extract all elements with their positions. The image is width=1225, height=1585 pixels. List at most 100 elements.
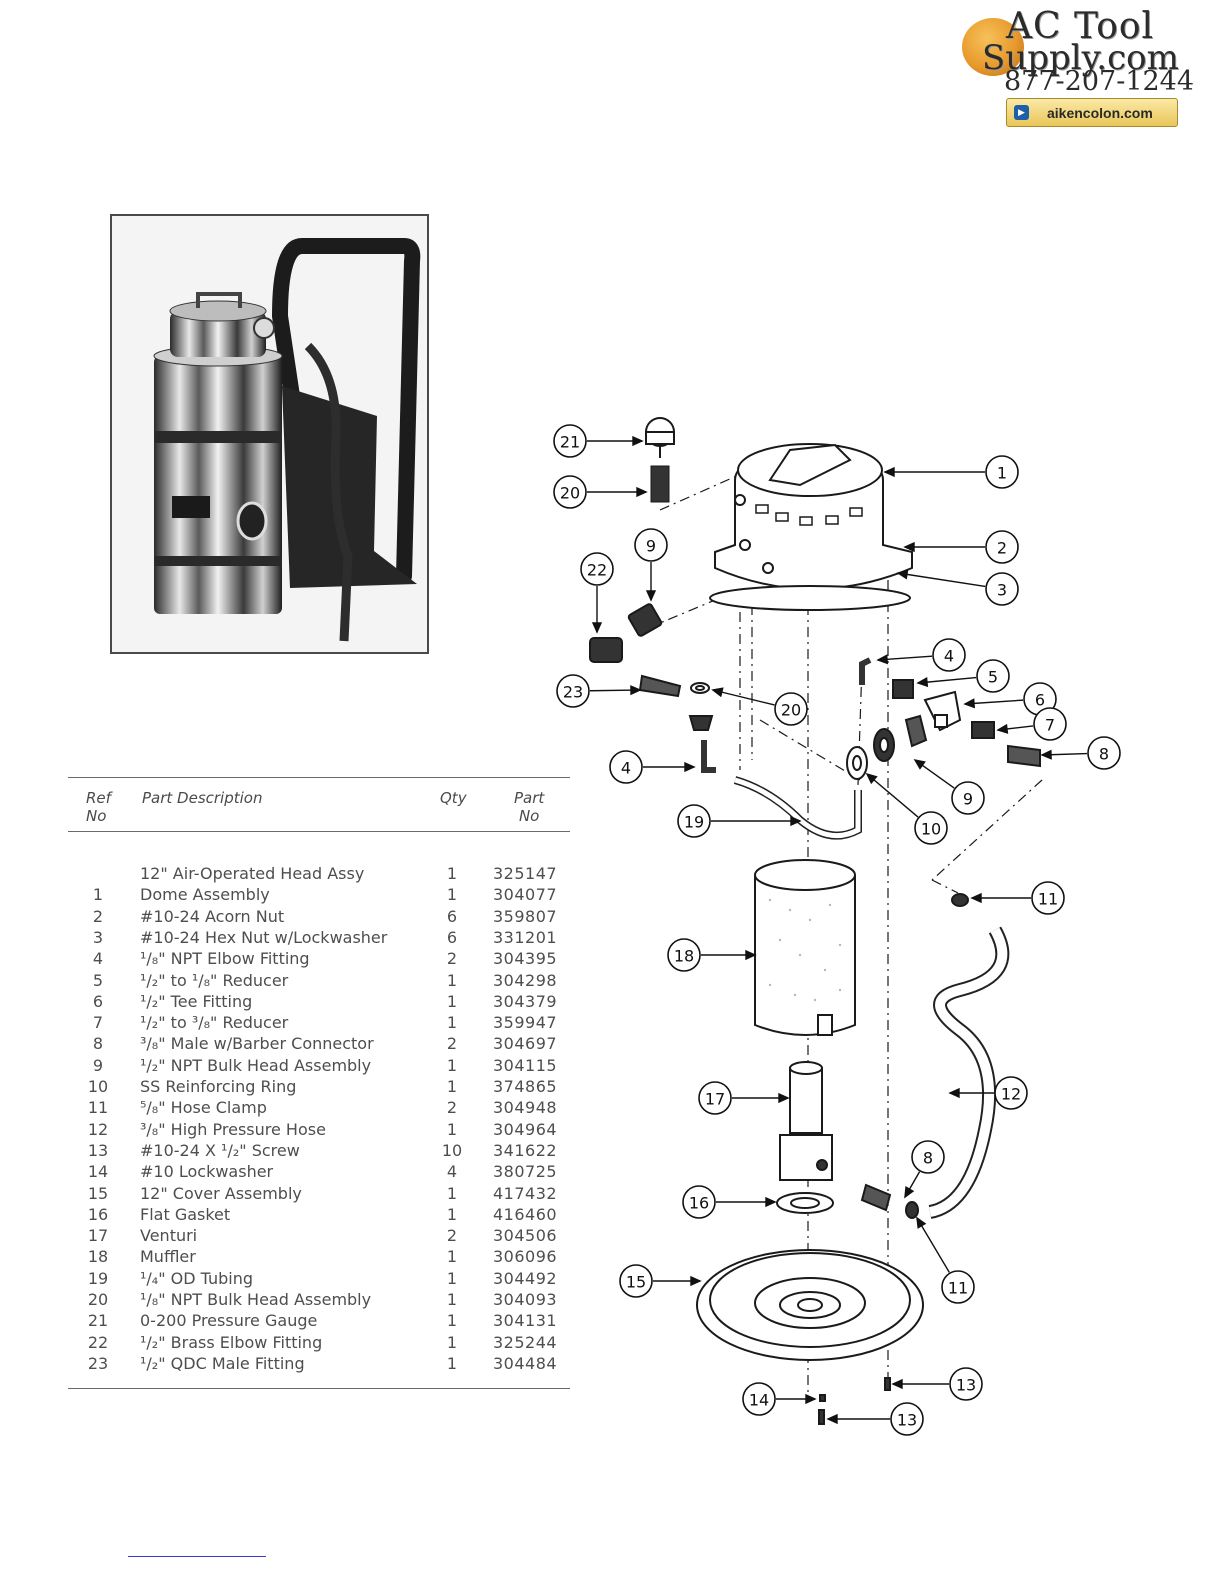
website-link-button[interactable]: ▶ aikencolon.com [1006,98,1178,127]
callout-leaders [587,435,1088,1425]
callout-number: 16 [689,1194,709,1213]
logo-line2: Supply.com [982,38,1179,78]
callout-arrowhead [865,772,878,785]
callout-number: 21 [560,433,580,452]
ref-cell: 19 [87,1268,109,1288]
callout-11: 11 [1031,881,1065,915]
description-cell: 12" Cover Assembly [140,1183,302,1203]
callout-number: 20 [560,484,580,503]
cover-assembly [696,1249,924,1361]
callout-number: 12 [1001,1085,1021,1104]
callout-circle [556,674,590,708]
qty-cell: 1 [446,1332,458,1352]
header-part-no: Part No [514,789,545,825]
callout-arrowhead [630,685,642,696]
qty-cell: 2 [446,1034,458,1054]
callout-8: 8 [1087,736,1121,770]
callout-leader-line [712,689,775,706]
header-part-description: Part Description [142,789,263,807]
callout-number: 14 [749,1391,769,1410]
qty-cell: 1 [446,1077,458,1096]
callout-number: 8 [923,1149,933,1168]
callout-arrowhead [591,622,603,634]
callout-number: 7 [1045,716,1055,735]
hose-clamp-lower [905,1201,919,1219]
table-bottom-rule [68,1388,570,1389]
ref-cell: 5 [92,970,104,990]
callout-circle [667,938,701,972]
product-photo [110,214,429,654]
qty-cell: 1 [446,864,458,883]
callout-number: 17 [705,1090,725,1109]
qty-cell: 1 [446,1204,458,1224]
part-number-cell: 304077 [493,885,558,905]
callout-number: 10 [921,820,941,839]
callout-circle [580,552,614,586]
description-cell: ¹/₄" OD Tubing [140,1268,254,1288]
dome-assembly [709,443,913,611]
callout-12: 12 [994,1076,1028,1110]
ref-cell: 11 [87,1098,109,1118]
callout-number: 11 [1038,890,1058,909]
od-tubing [733,776,862,840]
callout-13: 13 [949,1367,983,1401]
callout-arrowhead [948,1087,960,1099]
callout-14: 14 [742,1382,776,1416]
callout-13: 13 [890,1402,924,1436]
elbow-fitting-4-left [701,740,716,773]
callout-circle [609,750,643,784]
qty-cell: 4 [446,1162,458,1182]
part-number-cell: 304484 [493,1353,558,1373]
description-cell: #10 Lockwasher [140,1162,274,1182]
description-cell: Dome Assembly [140,885,270,905]
play-icon: ▶ [1014,105,1029,120]
callout-arrowhead [913,758,926,770]
callout-9: 9 [951,781,985,815]
callout-9: 9 [634,528,668,562]
qty-cell: 6 [446,927,458,947]
callout-circle [682,1185,716,1219]
callout-number: 19 [684,813,704,832]
part-number-cell: 359947 [493,1013,558,1033]
qty-cell: 1 [446,1247,458,1267]
description-cell: ³/₈" Male w/Barber Connector [140,1034,374,1054]
callout-number: 18 [674,947,694,966]
ref-cell: 1 [92,885,104,905]
part-number-cell: 380725 [493,1162,558,1182]
callout-number: 8 [1099,745,1109,764]
ref-cell: 15 [87,1183,109,1203]
description-cell: ¹/₂" NPT Bulk Head Assembly [140,1055,372,1075]
callout-4: 4 [609,750,643,784]
callout-circle [994,1076,1028,1110]
table-top-rule [68,777,570,778]
callout-21: 21 [553,424,587,458]
bulkhead-20-center [688,682,714,731]
backpack-vacuum-illustration [153,238,421,642]
qty-cell: 1 [446,1353,458,1373]
description-cell: ¹/₂" Brass Elbow Fitting [140,1332,323,1352]
callout-number: 11 [948,1279,968,1298]
callout-circle [976,659,1010,693]
qty-cell: 1 [446,1290,458,1309]
part-number-cell: 304131 [493,1311,558,1331]
callout-circle [1033,707,1067,741]
callout-arrowhead [805,1393,817,1405]
part-number-cell: 304697 [493,1034,558,1054]
screw-13-right [884,1377,891,1391]
tee-fitting [923,690,962,732]
ac-tool-supply-logo[interactable]: AC Tool Supply.com 877-207-1244 ▶ aikenc… [958,4,1220,130]
diagram-canvas: 2120123922456232078491019111812178161115… [553,417,1121,1436]
